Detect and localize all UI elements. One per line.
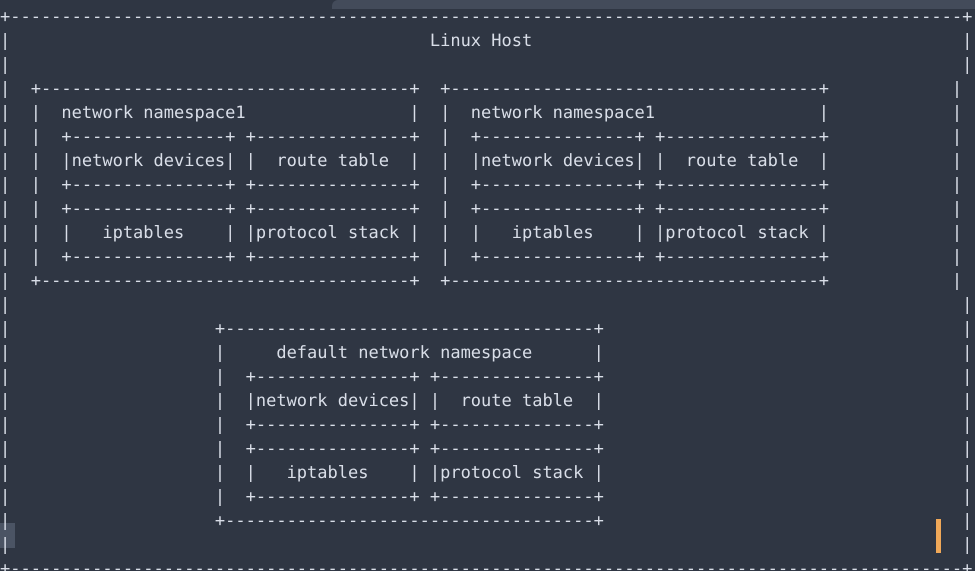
window-chrome-bar [332,0,975,9]
terminal-cursor [936,519,941,553]
scrollbar-gutter-block[interactable] [0,523,15,548]
